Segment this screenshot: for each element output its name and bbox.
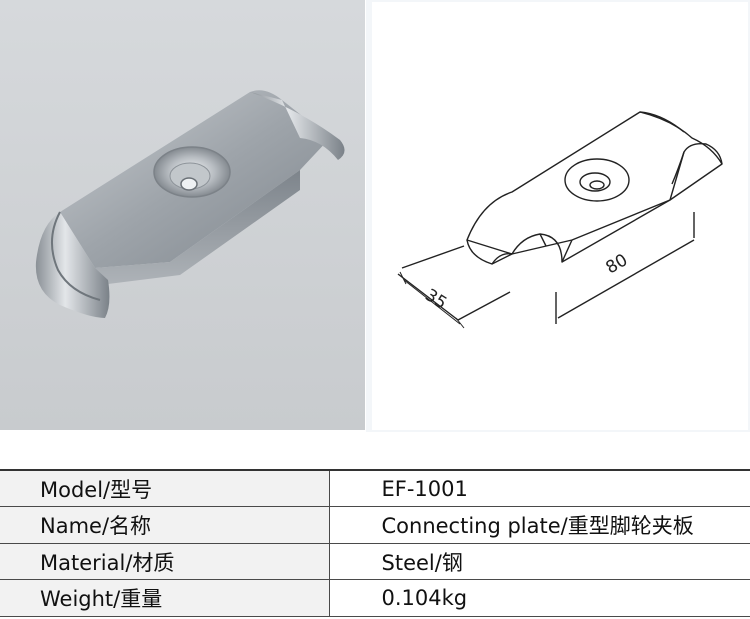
product-photo [0,0,365,430]
spec-label-model: Model/型号 [0,469,330,508]
dimension-width-label: 35 [421,285,450,313]
spec-value-name: Connecting plate/重型脚轮夹板 [328,506,750,544]
spec-value-weight: 0.104kg [328,579,750,617]
dimension-length-label: 80 [603,250,632,278]
spec-value-material: Steel/钢 [328,542,750,581]
spec-value-model: EF-1001 [328,469,750,508]
table-row: Name/名称 Connecting plate/重型脚轮夹板 [0,506,750,544]
spec-label-material: Material/材质 [0,542,330,581]
table-row: Model/型号 EF-1001 [0,469,750,508]
technical-drawing: 35 80 [372,2,748,430]
spec-label-name: Name/名称 [0,506,330,544]
spec-label-weight: Weight/重量 [0,579,330,617]
specification-table: Model/型号 EF-1001 Name/名称 Connecting plat… [0,469,750,617]
table-row: Material/材质 Steel/钢 [0,542,750,581]
table-row: Weight/重量 0.104kg [0,579,750,617]
